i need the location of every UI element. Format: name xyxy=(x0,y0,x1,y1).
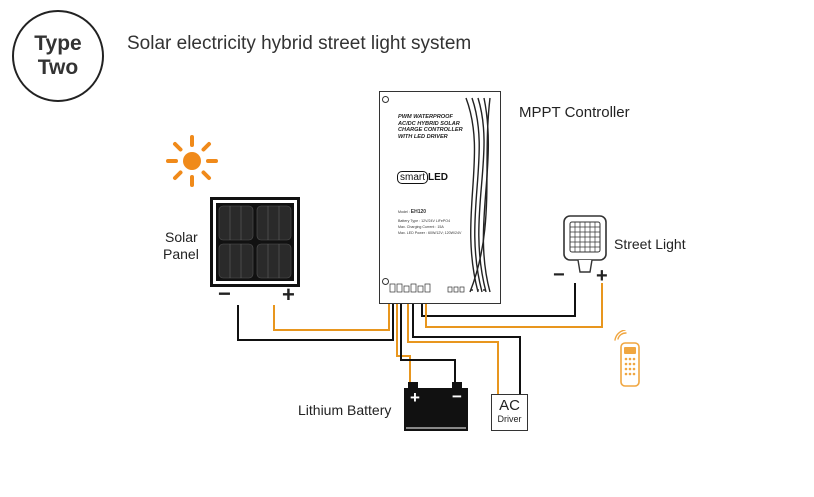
ac-driver-icon: AC Driver xyxy=(491,394,528,431)
ac-driver-sub-label: Driver xyxy=(497,414,522,424)
brand-part-1: smart xyxy=(397,171,428,184)
street-light-icon xyxy=(563,215,607,273)
controller-heading-line: AC/DC HYBRID SOLAR xyxy=(398,120,460,127)
ac-driver-wire-1 xyxy=(407,303,499,394)
brand-part-2: LED xyxy=(428,172,448,183)
controller-heading: PWM WATERPROOF AC/DC HYBRID SOLAR CHARGE… xyxy=(398,114,463,140)
mppt-controller-label: MPPT Controller xyxy=(519,104,630,121)
panel-plus-sign: + xyxy=(282,282,295,307)
controller-model: Model : EH120 xyxy=(398,210,426,215)
ac-driver-main-label: AC xyxy=(499,397,520,414)
page-title: Solar electricity hybrid street light sy… xyxy=(127,33,472,54)
type-badge: Type Two xyxy=(12,10,104,102)
lithium-battery-label: Lithium Battery xyxy=(298,402,392,418)
badge-line-2: Two xyxy=(37,56,79,79)
controller-heading-line: CHARGE CONTROLLER xyxy=(398,127,463,134)
model-label: Model : xyxy=(398,210,410,214)
solar-panel-label-line-1: Solar xyxy=(165,229,198,245)
light-negative-wire xyxy=(421,283,576,317)
remote-control-icon xyxy=(614,330,640,387)
panel-negative-wire xyxy=(237,303,394,341)
battery-minus-sign: − xyxy=(452,387,462,406)
light-positive-wire xyxy=(425,283,603,328)
controller-screw-top xyxy=(382,96,389,103)
controller-screw-bottom xyxy=(382,278,389,285)
light-minus-sign: − xyxy=(553,264,565,286)
controller-heading-line: PWM WATERPROOF xyxy=(398,114,453,120)
panel-minus-sign: − xyxy=(218,281,231,306)
controller-heading-line: WITH LED DRIVER xyxy=(398,133,448,140)
street-light-label: Street Light xyxy=(614,236,686,252)
battery-icon xyxy=(404,382,468,431)
battery-plus-sign: + xyxy=(410,388,420,407)
solar-panel-label-line-2: Panel xyxy=(163,246,199,262)
controller-spec-1: Battery Type : 12V/24V LiFePO4 xyxy=(398,219,451,223)
light-plus-sign: + xyxy=(596,265,608,287)
badge-line-1: Type xyxy=(34,32,82,55)
sun-icon xyxy=(166,135,218,187)
controller-spec-3: Max. LED Power : 60W/12V; 120W/24V xyxy=(398,231,462,235)
panel-positive-wire xyxy=(273,303,390,331)
mppt-controller-icon: PWM WATERPROOF AC/DC HYBRID SOLAR CHARGE… xyxy=(379,91,501,304)
ac-driver-wire-2 xyxy=(412,303,521,394)
controller-swoosh xyxy=(465,97,491,293)
battery-negative-wire xyxy=(400,303,456,382)
controller-spec-2: Max. Charging Current : 15A xyxy=(398,225,444,229)
model-value: EH120 xyxy=(410,209,427,215)
battery-positive-wire xyxy=(396,303,411,382)
solar-panel-icon xyxy=(210,197,300,287)
controller-terminals xyxy=(389,283,485,293)
